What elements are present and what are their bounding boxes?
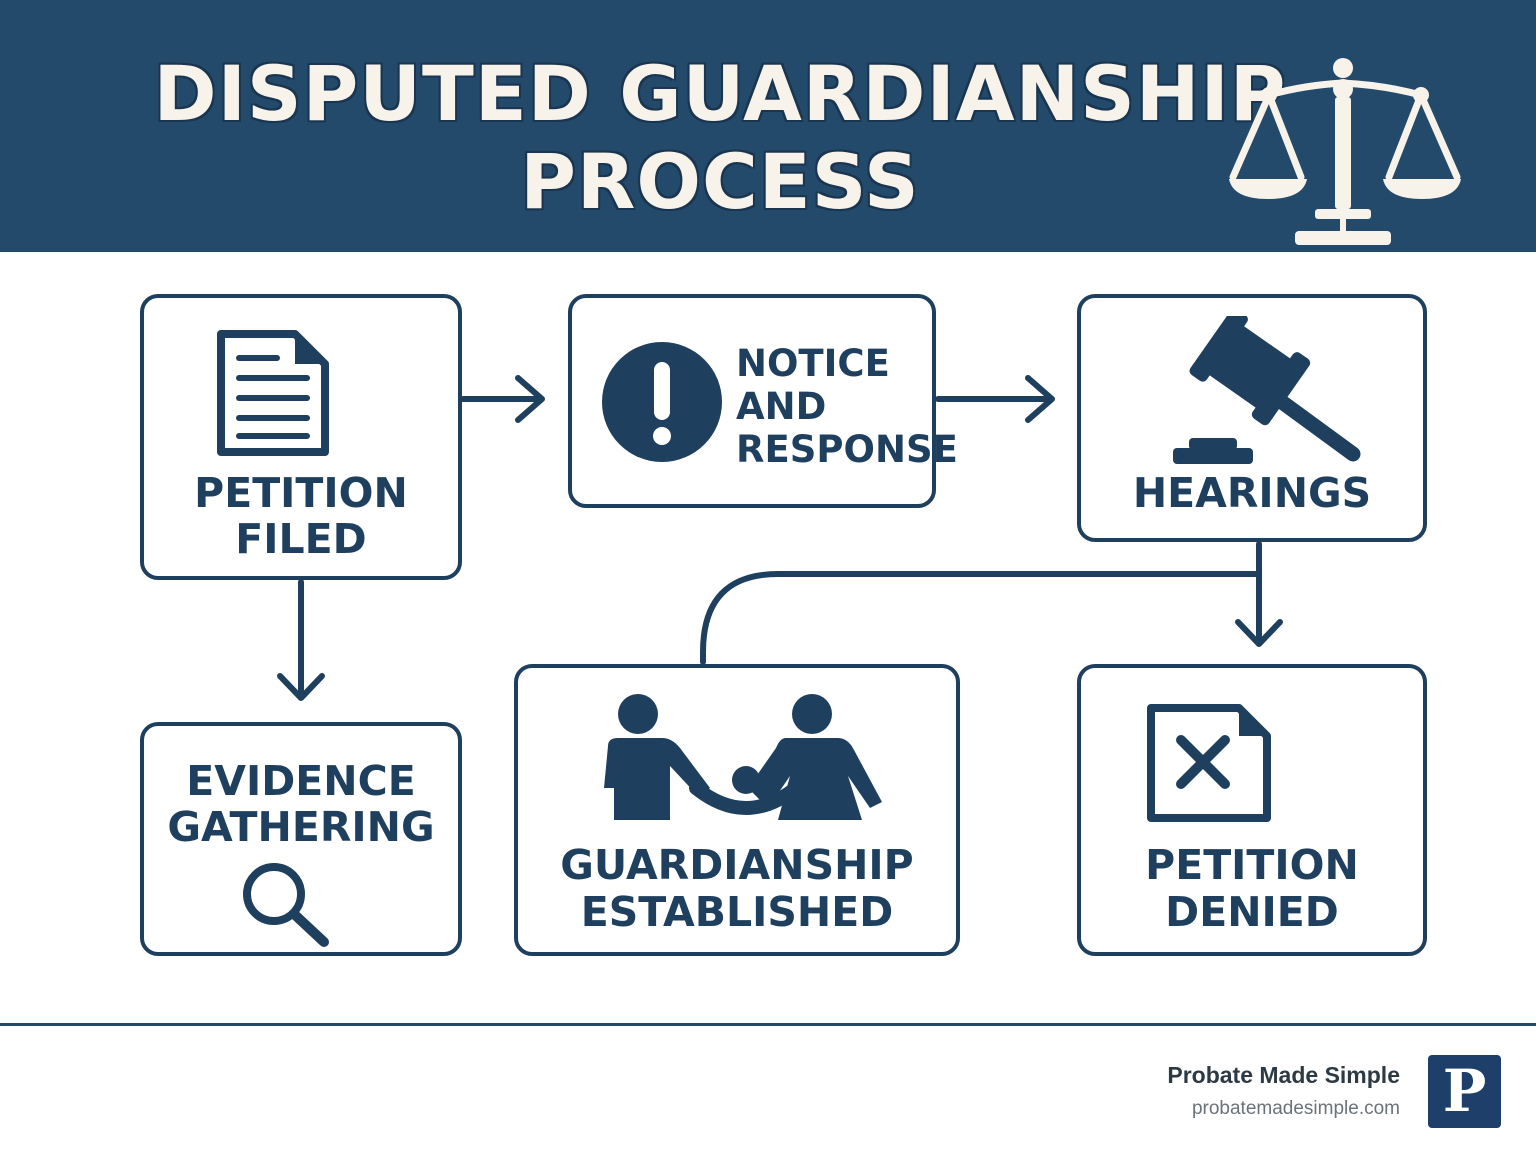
footer-divider — [0, 1023, 1536, 1026]
step-label: HEARINGS — [1132, 469, 1372, 517]
step-notice-and-response: NOTICE AND RESPONSE — [568, 294, 958, 508]
logo-letter: P — [1442, 1057, 1487, 1125]
step-petition-filed: PETITION FILED — [140, 294, 462, 580]
arrowhead-petition-to-notice — [515, 375, 545, 423]
brand-name: Probate Made Simple — [1167, 1062, 1400, 1088]
document-icon — [217, 330, 329, 456]
step-label: EVIDENCE GATHERING — [167, 757, 435, 851]
step-label: GUARDIANSHIP ESTABLISHED — [560, 841, 914, 936]
process-diagram: PETITION FILED NOTICE AND RESPONSE HEARI… — [0, 252, 1536, 1022]
arrowhead-hearings-to-denied — [1235, 619, 1283, 647]
exclamation-icon — [602, 342, 722, 462]
connector-layer — [277, 375, 1283, 701]
arrowhead-petition-to-evidence — [277, 673, 325, 701]
step-hearings: HEARINGS — [1077, 294, 1427, 542]
header-banner: DISPUTED GUARDIANSHIP PROCESS — [0, 0, 1536, 252]
gavel-icon — [1173, 316, 1361, 464]
step-label: NOTICE AND RESPONSE — [736, 342, 958, 471]
step-guardianship-established: GUARDIANSHIP ESTABLISHED — [514, 664, 960, 956]
step-petition-denied: PETITION DENIED — [1077, 664, 1427, 956]
step-evidence-gathering: EVIDENCE GATHERING — [140, 722, 462, 956]
brand-url: probatemadesimple.com — [1191, 1098, 1400, 1119]
magnifier-icon — [243, 863, 329, 947]
rejected-document-icon — [1147, 704, 1271, 822]
arrowhead-notice-to-hearings — [1025, 375, 1055, 423]
page-title: DISPUTED GUARDIANSHIP PROCESS — [153, 49, 1287, 226]
brand-logo: P — [1428, 1055, 1501, 1128]
step-label: PETITION FILED — [194, 469, 408, 563]
connector-hearings-to-guardianship — [700, 571, 1262, 665]
family-icon — [604, 694, 882, 820]
step-label: PETITION DENIED — [1145, 841, 1359, 936]
scales-of-justice-icon — [1229, 58, 1461, 245]
